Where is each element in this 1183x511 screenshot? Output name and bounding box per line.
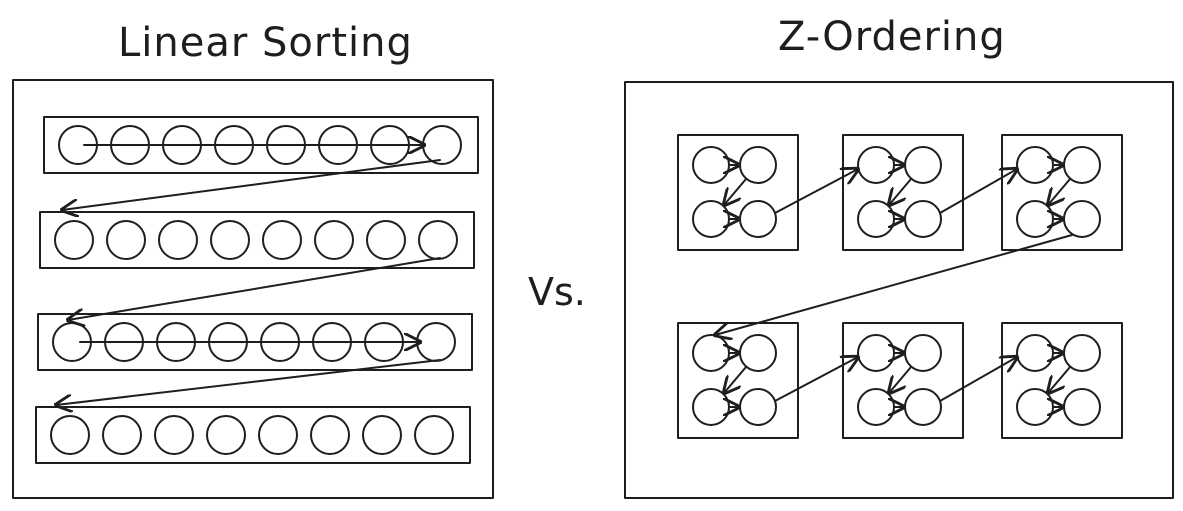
- z-path-arrow: [724, 178, 747, 205]
- row-strip: [37, 313, 473, 371]
- z-path-arrow: [889, 178, 912, 205]
- block-link-arrow: [939, 357, 1017, 402]
- data-cell: [54, 220, 94, 260]
- data-cell: [739, 388, 777, 426]
- z-path-arrow: [724, 366, 747, 393]
- data-cell: [857, 334, 895, 372]
- data-cell: [262, 220, 302, 260]
- data-cell: [154, 415, 194, 455]
- linear-sorting-frame: [12, 79, 494, 499]
- data-cell: [904, 200, 942, 238]
- data-cell: [1063, 146, 1101, 184]
- data-cell: [739, 146, 777, 184]
- data-cell: [692, 146, 730, 184]
- z-path-arrow: [1048, 366, 1071, 393]
- z-block: [1001, 134, 1123, 251]
- z-block: [842, 134, 964, 251]
- data-cell: [1016, 200, 1054, 238]
- data-cell: [1063, 388, 1101, 426]
- return-arrow: [68, 257, 441, 320]
- data-cell: [422, 125, 462, 165]
- data-cell: [418, 220, 458, 260]
- data-cell: [1063, 334, 1101, 372]
- block-link-arrow: [774, 357, 858, 402]
- data-cell: [206, 415, 246, 455]
- return-arrow: [56, 359, 441, 405]
- data-cell: [50, 415, 90, 455]
- data-cell: [692, 200, 730, 238]
- z-path-arrow: [1048, 178, 1071, 205]
- data-cell: [1016, 334, 1054, 372]
- data-cell: [414, 415, 454, 455]
- data-cell: [1063, 200, 1101, 238]
- data-cell: [314, 220, 354, 260]
- block-link-arrow: [939, 169, 1017, 214]
- data-cell: [416, 322, 456, 362]
- vs-label: Vs.: [528, 270, 586, 314]
- data-cell: [106, 220, 146, 260]
- z-block: [677, 322, 799, 439]
- data-cell: [857, 200, 895, 238]
- return-arrow: [62, 159, 441, 210]
- block-link-arrow: [715, 234, 1073, 335]
- data-cell: [102, 415, 142, 455]
- data-cell: [362, 415, 402, 455]
- row-strip: [35, 406, 471, 464]
- data-cell: [857, 146, 895, 184]
- data-cell: [1016, 388, 1054, 426]
- data-cell: [158, 220, 198, 260]
- data-cell: [904, 388, 942, 426]
- row-strip: [39, 211, 475, 269]
- data-cell: [739, 200, 777, 238]
- row-strip: [43, 116, 479, 174]
- data-cell: [258, 415, 298, 455]
- data-cell: [366, 220, 406, 260]
- data-cell: [904, 146, 942, 184]
- data-cell: [310, 415, 350, 455]
- data-cell: [857, 388, 895, 426]
- data-cell: [1016, 146, 1054, 184]
- z-block: [1001, 322, 1123, 439]
- block-link-arrow: [774, 169, 858, 214]
- linear-sorting-title: Linear Sorting: [118, 20, 413, 66]
- data-cell: [692, 334, 730, 372]
- z-ordering-title: Z-Ordering: [778, 14, 1006, 60]
- data-cell: [692, 388, 730, 426]
- data-cell: [210, 220, 250, 260]
- z-ordering-frame: [624, 81, 1174, 499]
- data-cell: [739, 334, 777, 372]
- data-cell: [904, 334, 942, 372]
- z-block: [677, 134, 799, 251]
- z-path-arrow: [889, 366, 912, 393]
- z-block: [842, 322, 964, 439]
